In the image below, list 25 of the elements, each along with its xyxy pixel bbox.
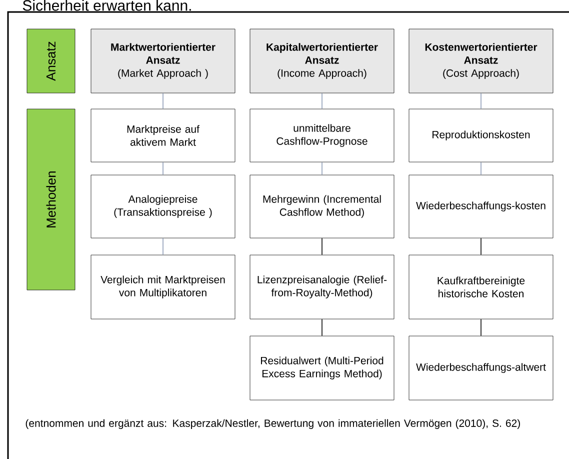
approach-box: Kapitalwertorientierter Ansatz (Income Approach) bbox=[250, 28, 394, 94]
method-box: Wiederbeschaffungs-kosten bbox=[408, 174, 554, 238]
method-box: Lizenzpreisanalogie (Relief-from-Royalty-Method) bbox=[250, 254, 394, 320]
body-text: Sicherheit erwarten kann. bbox=[22, 0, 191, 11]
category-box: Ansatz bbox=[26, 28, 76, 94]
connector-line bbox=[162, 92, 164, 110]
connector-line bbox=[480, 318, 482, 336]
method-box: Analogiepreise (Transaktionspreise ) bbox=[90, 174, 236, 238]
method-box: Vergleich mit Marktpreisen von Multiplikatoren bbox=[90, 254, 236, 320]
connector-line bbox=[480, 238, 482, 256]
approach-box: Kostenwertorientierter Ansatz (Cost Approach) bbox=[408, 28, 554, 94]
method-box: Residualwert (Multi-Period Excess Earnings Method) bbox=[250, 336, 394, 400]
connector-line bbox=[480, 162, 482, 176]
method-box: Mehrgewinn (Incremental Cashflow Method) bbox=[250, 174, 394, 238]
method-box: Marktpreise auf aktivem Markt bbox=[90, 108, 236, 162]
method-box: Reproduktionskosten bbox=[408, 108, 554, 162]
caption: (entnommen und ergänzt aus: Kasperzak/Nestler, Bewertung von immateriellen Vermögen (2010), S. 62) bbox=[26, 419, 520, 429]
method-box: unmittelbare Cashflow-Prognose bbox=[250, 108, 394, 162]
connector-line bbox=[162, 238, 164, 256]
connector-line bbox=[162, 162, 164, 176]
category-box: Methoden bbox=[26, 108, 76, 290]
method-box: Wiederbeschaffungs-altwert bbox=[408, 336, 554, 400]
approach-box: Marktwertorientierter Ansatz (Market Approach ) bbox=[90, 28, 236, 94]
connector-line bbox=[480, 92, 482, 110]
method-box: Kaufkraftbereinigte historische Kosten bbox=[408, 254, 554, 320]
